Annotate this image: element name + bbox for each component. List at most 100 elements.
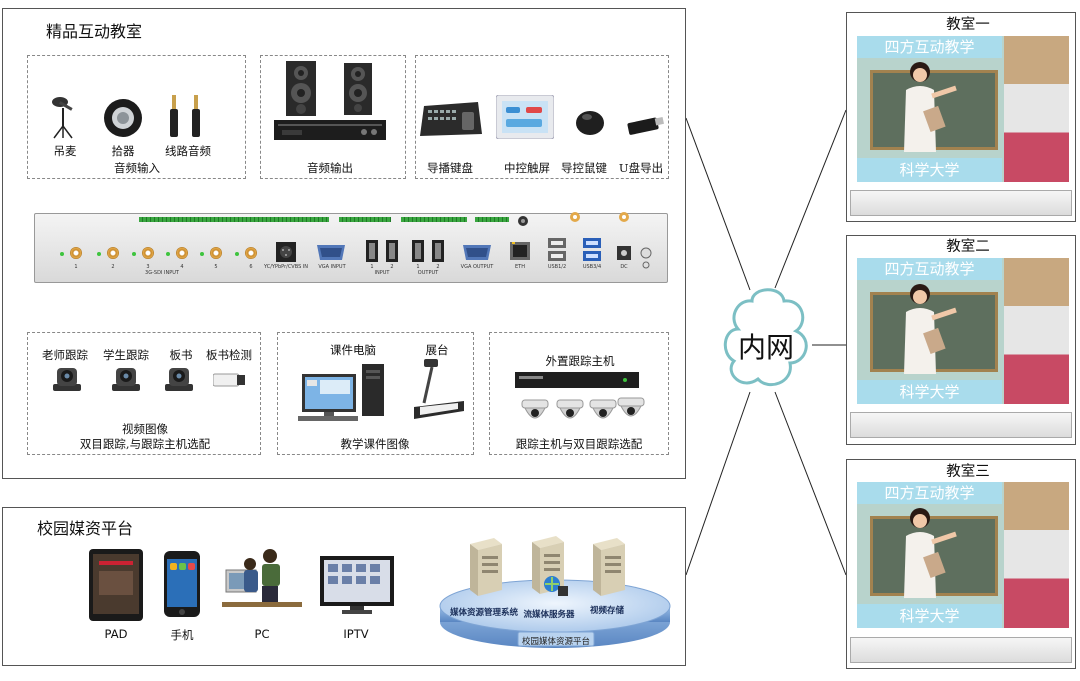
ground-icon xyxy=(640,247,652,269)
input-label: INPUT xyxy=(374,270,390,276)
line-audio-plug-icon xyxy=(170,95,200,137)
dome-camera-icon xyxy=(589,399,617,419)
video-caption: 视频图像 xyxy=(122,422,168,436)
usb34-ports xyxy=(583,238,601,261)
top-banner: 四方互动教学 xyxy=(857,258,1002,280)
director-keyboard-icon xyxy=(420,102,482,136)
audio-output-box xyxy=(260,55,406,179)
control-box xyxy=(415,55,669,179)
phone-label: 手机 xyxy=(170,628,194,642)
server-tower-icon xyxy=(470,538,502,596)
mini-device-strip xyxy=(850,637,1072,663)
antenna-icon xyxy=(619,212,629,222)
dc-port xyxy=(617,246,631,260)
port-label: 2 xyxy=(111,264,115,270)
teacher-figure xyxy=(904,284,957,374)
pad-label: PAD xyxy=(104,627,128,641)
sdi-port-5 xyxy=(210,247,222,259)
usb-drive-icon xyxy=(627,116,664,135)
bottom-banner: 科学大学 xyxy=(857,158,1002,182)
audio-output-caption: 音频输出 xyxy=(307,161,353,175)
mini-device-strip xyxy=(850,412,1072,438)
pickup-label: 拾器 xyxy=(111,144,135,158)
server-label-1: 媒体资源管理系统 xyxy=(449,608,519,618)
usb34-label: USB3/4 xyxy=(582,264,602,270)
courseware-box xyxy=(277,332,474,455)
student-view xyxy=(1004,482,1069,628)
hanging-mic-label: 吊麦 xyxy=(53,144,77,158)
document-camera-icon xyxy=(414,359,464,419)
top-banner: 四方互动教学 xyxy=(857,36,1002,58)
vga-out-label: VGA OUTPUT xyxy=(460,264,494,270)
student-view xyxy=(1004,258,1069,404)
visualizer-label: 展台 xyxy=(425,343,449,357)
ycbcr-label: YC/YPbPr/CVBS IN xyxy=(263,264,309,270)
tracking-host-box xyxy=(489,332,669,455)
intranet-label: 内网 xyxy=(737,331,795,364)
sdi-port-4 xyxy=(176,247,188,259)
classroom-title: 教室三 xyxy=(946,464,990,480)
sdi-port-1 xyxy=(70,247,82,259)
vga-out-port xyxy=(463,245,491,260)
video-box xyxy=(27,332,261,455)
blackboard-detection-label: 板书检测 xyxy=(206,348,252,362)
pc-label: PC xyxy=(254,627,270,641)
port-label: 5 xyxy=(214,264,218,270)
dome-camera-icon xyxy=(521,399,549,419)
port-label: 4 xyxy=(180,264,184,270)
campus-panel-title: 校园媒资平台 xyxy=(37,519,134,538)
hdmi-in-label: 2 xyxy=(390,264,394,270)
pc-users-icon xyxy=(222,549,302,607)
ptz-camera-icon xyxy=(112,368,140,391)
hdmi-out-port-1 xyxy=(412,240,424,262)
bottom-banner: 科学大学 xyxy=(857,380,1002,404)
server-tower-icon xyxy=(532,536,568,596)
server-label-2: 流媒体服务器 xyxy=(523,610,575,620)
eth-port xyxy=(510,242,530,260)
touch-panel-label: 中控触屏 xyxy=(504,161,550,175)
dc-label: DC xyxy=(620,264,628,270)
courseware-pc-label: 课件电脑 xyxy=(330,343,376,357)
touch-panel-icon xyxy=(496,95,554,139)
platform-label: 校园媒体资源平台 xyxy=(521,637,591,647)
sdi-port-6 xyxy=(245,247,257,259)
hanging-mic-icon xyxy=(52,97,73,139)
port-label: 3 xyxy=(146,264,150,270)
tablet-icon xyxy=(89,549,143,621)
usb12-ports xyxy=(548,238,566,261)
port-label: 6 xyxy=(249,264,253,270)
dome-camera-icon xyxy=(617,397,645,417)
server-label-3: 视频存储 xyxy=(589,606,625,616)
iptv-label: IPTV xyxy=(343,627,369,641)
line-audio-label: 线路音频 xyxy=(165,144,211,158)
bottom-banner: 科学大学 xyxy=(857,604,1002,628)
sdi-port-3 xyxy=(142,247,154,259)
rack-host-icon xyxy=(515,372,639,388)
student-view xyxy=(1004,36,1069,182)
pc-monitor-icon xyxy=(298,364,384,421)
mouse-icon xyxy=(576,111,604,135)
sdi-port-2 xyxy=(107,247,119,259)
teacher-figure xyxy=(904,62,957,152)
vga-in-port xyxy=(317,245,345,260)
classroom-title: 教室二 xyxy=(946,239,990,255)
usb12-label: USB1/2 xyxy=(547,264,567,270)
director-keyboard-label: 导播键盘 xyxy=(427,161,473,175)
hdmi-in-label: 1 xyxy=(370,264,374,270)
hdmi-out-label: 1 xyxy=(416,264,420,270)
recording-host-device xyxy=(34,212,668,283)
ptz-camera-icon xyxy=(165,368,193,391)
speaker-icon xyxy=(286,61,316,116)
mini-device-strip xyxy=(850,190,1072,216)
hdmi-in-port-2 xyxy=(386,240,398,262)
tracking-caption: 跟踪主机与双目跟踪选配 xyxy=(515,437,643,451)
speaker-icon xyxy=(344,63,372,115)
ycbcr-port xyxy=(276,242,296,262)
mouse-key-label: 导控鼠键 xyxy=(561,161,607,175)
audio-input-box xyxy=(27,55,246,179)
video-caption-2: 双目跟踪,与跟踪主机选配 xyxy=(79,437,211,451)
hdmi-out-port-2 xyxy=(432,240,444,262)
antenna-icon xyxy=(570,212,580,222)
hdmi-out-label: 2 xyxy=(436,264,440,270)
amplifier-icon xyxy=(274,120,386,140)
